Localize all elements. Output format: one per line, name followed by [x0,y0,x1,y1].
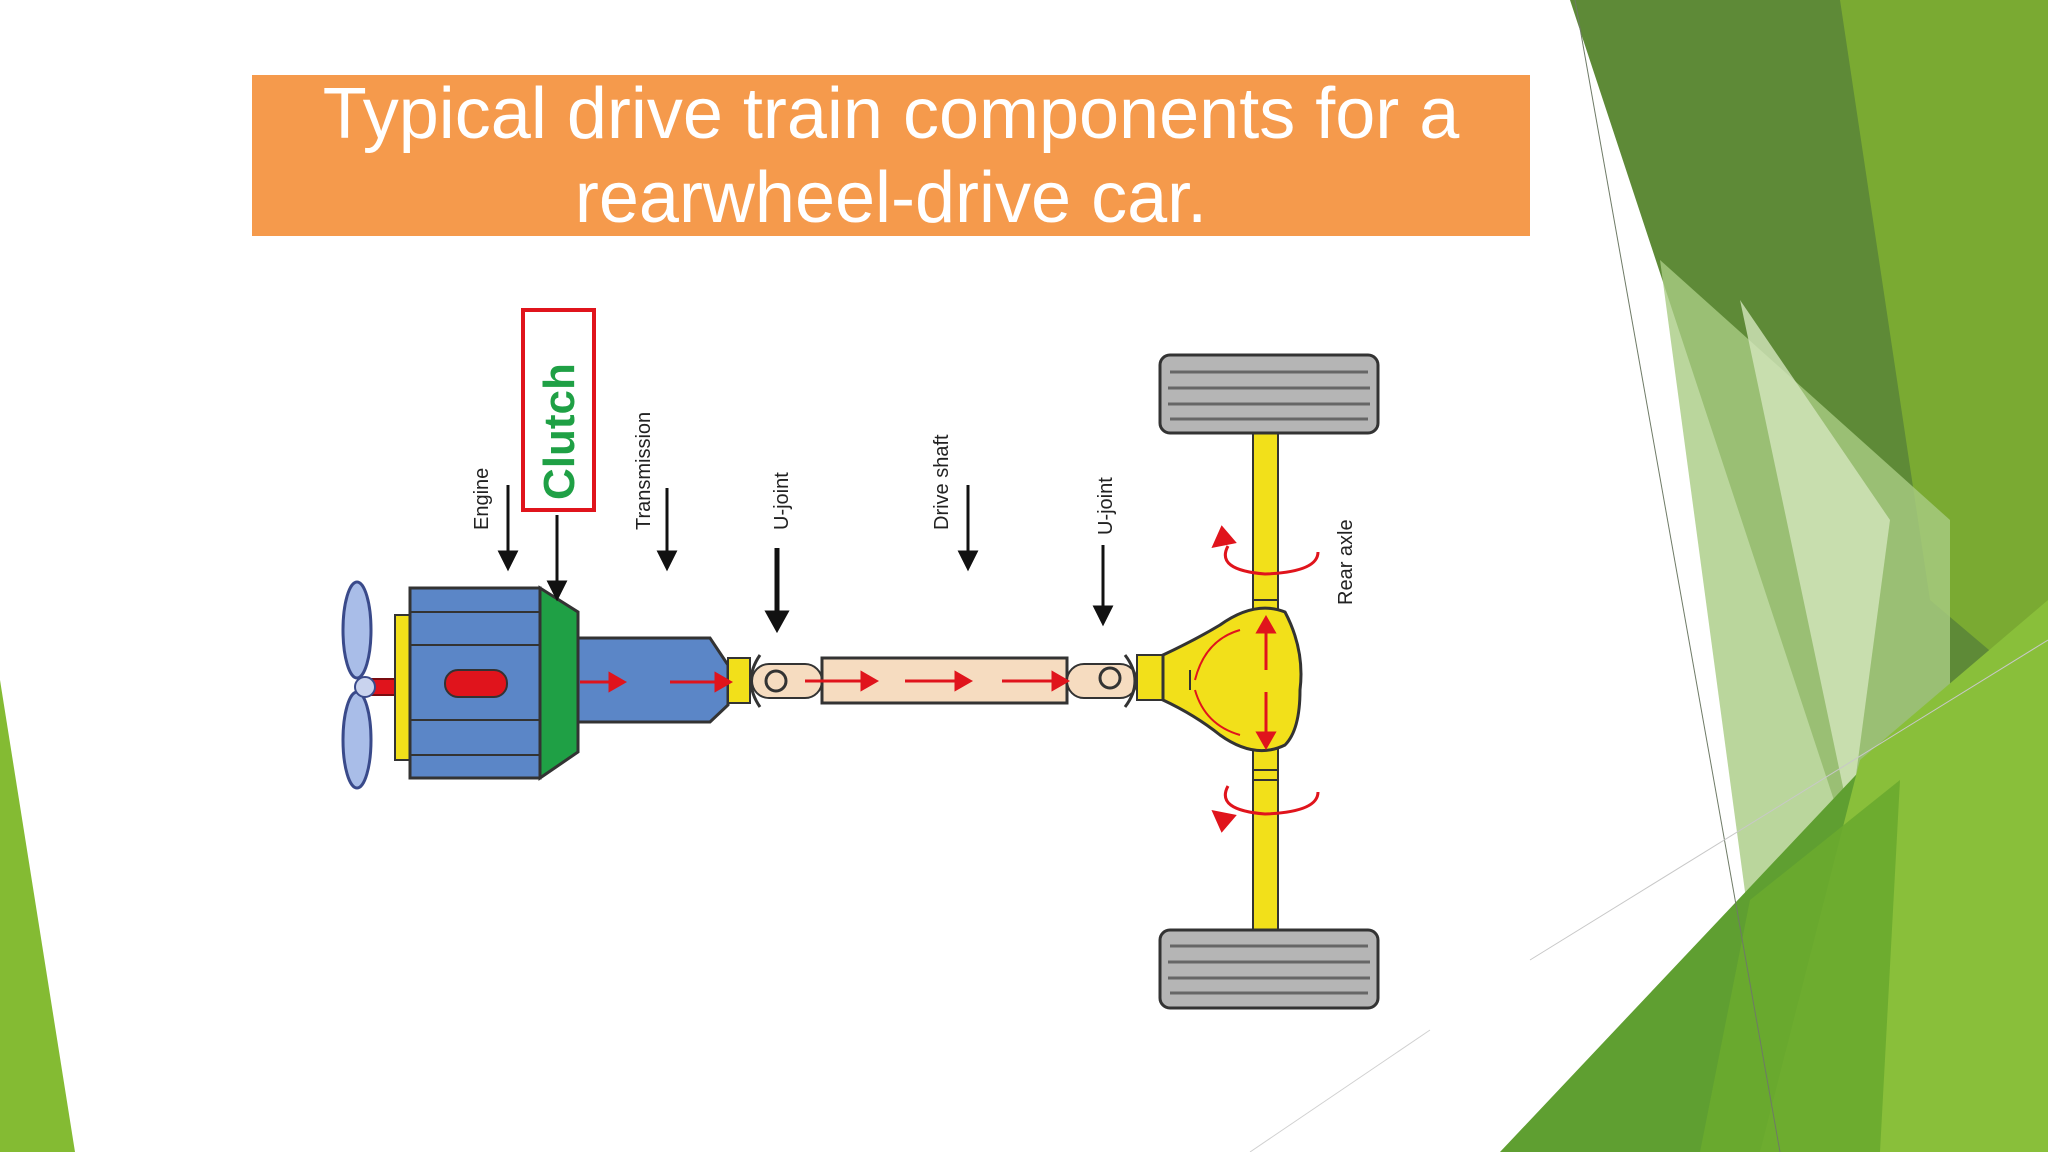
label-ujoint-front: U-joint [771,472,793,530]
label-engine: Engine [471,468,493,530]
label-rear-axle: Rear axle [1335,519,1357,605]
rotation-arrows [1211,525,1320,833]
label-clutch: Clutch [535,363,584,500]
fan-icon [341,580,396,790]
rear-axle [1136,431,1303,933]
engine-block [394,586,542,780]
rear-wheel-bottom [1158,928,1380,1010]
label-drive-shaft: Drive shaft [931,434,953,530]
clutch-housing [538,585,580,781]
clutch-label-box [521,308,596,512]
label-transmission: Transmission [633,412,655,530]
rear-wheel-top [1158,353,1380,435]
title-banner: Typical drive train components for a rea… [252,74,1530,238]
slide-title: Typical drive train components for a rea… [322,73,1460,238]
transmission-case [576,636,730,724]
label-ujoint-rear: U-joint [1095,477,1117,535]
power-flow-arrows [580,614,1277,751]
front-ujoint [727,654,823,708]
pointer-arrows [497,485,1114,634]
rear-ujoint [1066,654,1138,708]
